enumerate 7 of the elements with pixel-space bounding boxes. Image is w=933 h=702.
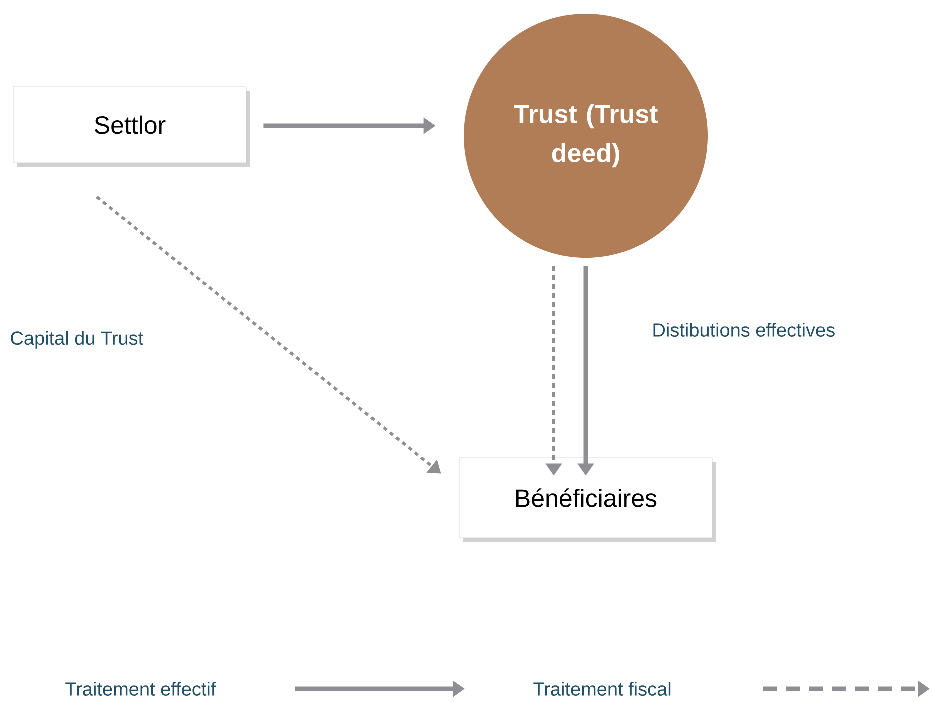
legend-label: Traitement effectif <box>66 682 216 696</box>
edge-label: Distibutions effectives <box>654 323 835 337</box>
edge-label: Capital du Trust <box>11 331 144 349</box>
process-box: Settlor <box>13 86 250 167</box>
process-box: Bénéficiaires <box>459 458 716 542</box>
legend-label: Traitement fiscal <box>534 682 671 696</box>
circle-node: Trust (Trust deed) <box>464 14 708 258</box>
